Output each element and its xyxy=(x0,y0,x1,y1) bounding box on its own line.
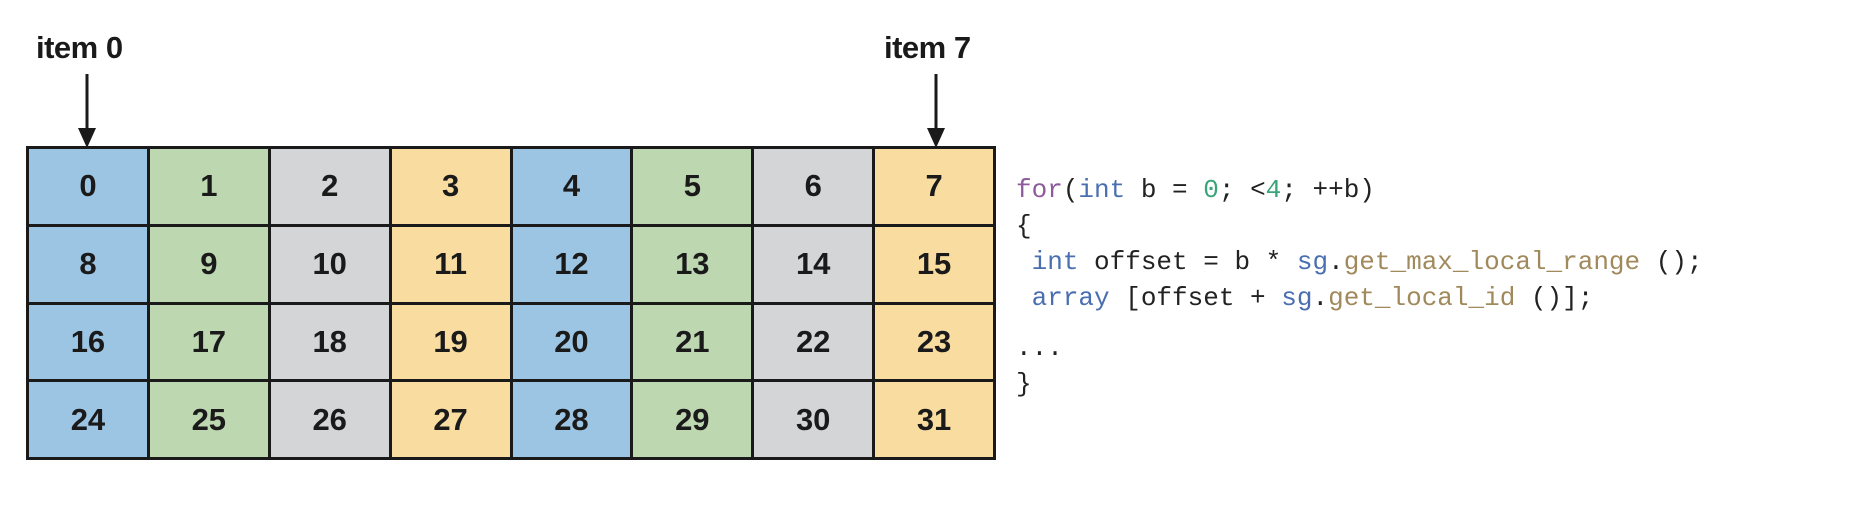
code-line: for(int b = 0; <4; ++b) xyxy=(1016,172,1703,208)
grid-cell: 7 xyxy=(875,149,993,224)
grid-cell: 6 xyxy=(754,149,873,224)
code-token: . xyxy=(1312,283,1329,313)
label-item-7: item 7 xyxy=(884,30,971,65)
grid-cell: 9 xyxy=(149,226,268,302)
code-token: 4 xyxy=(1265,175,1282,205)
code-line: array [offset + sg.get_local_id ()]; xyxy=(1016,280,1703,316)
grid-cell: 1 xyxy=(149,149,268,224)
grid-cell: 21 xyxy=(633,304,752,380)
code-token: ... xyxy=(1016,333,1063,363)
code-line: ... xyxy=(1016,330,1703,366)
code-token: int xyxy=(1031,247,1079,277)
code-token: array xyxy=(1031,283,1110,313)
grid-cell: 20 xyxy=(512,304,631,380)
code-token: } xyxy=(1016,369,1032,399)
grid-cell: 10 xyxy=(270,226,389,302)
grid-cell: 15 xyxy=(875,226,993,302)
grid-cell: 28 xyxy=(512,382,631,457)
grid-cell: 3 xyxy=(391,149,510,224)
code-token: ; ++b) xyxy=(1281,175,1375,205)
code-token: . xyxy=(1328,247,1344,277)
grid-cell: 13 xyxy=(633,226,752,302)
grid-cell: 4 xyxy=(512,149,631,224)
arrow-down-icon xyxy=(78,74,96,148)
grid-cell: 18 xyxy=(270,304,389,380)
grid-cell: 8 xyxy=(29,226,147,302)
code-token: get_local_id xyxy=(1328,283,1516,313)
code-line: } xyxy=(1016,366,1703,402)
grid-cell: 23 xyxy=(875,304,993,380)
code-token: get_max_local_range xyxy=(1343,247,1641,277)
grid-cell: 26 xyxy=(270,382,389,457)
grid-cell: 11 xyxy=(391,226,510,302)
grid-cell: 16 xyxy=(29,304,147,380)
grid-cell: 31 xyxy=(875,382,993,457)
code-token: for xyxy=(1016,175,1063,205)
code-snippet: for(int b = 0; <4; ++b){ int offset = b … xyxy=(1016,172,1703,402)
grid-cell: 19 xyxy=(391,304,510,380)
code-token: 0 xyxy=(1203,175,1219,205)
code-token: (); xyxy=(1640,247,1703,277)
grid-cell: 29 xyxy=(633,382,752,457)
code-token: ( xyxy=(1062,175,1079,205)
grid-cell: 17 xyxy=(149,304,268,380)
code-token: ()]; xyxy=(1515,283,1594,313)
code-token: ; < xyxy=(1218,175,1266,205)
grid-cell: 14 xyxy=(754,226,873,302)
grid-cell: 2 xyxy=(270,149,389,224)
grid-cell: 12 xyxy=(512,226,631,302)
arrow-down-icon xyxy=(927,74,945,148)
code-token xyxy=(1016,283,1032,313)
code-token: [offset + xyxy=(1109,283,1282,313)
grid-cell: 27 xyxy=(391,382,510,457)
code-token: b = xyxy=(1125,175,1204,205)
grid-cell: 0 xyxy=(29,149,147,224)
code-token: sg xyxy=(1281,283,1313,313)
grid-cell: 30 xyxy=(754,382,873,457)
code-token xyxy=(1016,247,1032,277)
grid-cell: 25 xyxy=(149,382,268,457)
code-token: sg xyxy=(1296,247,1329,277)
code-line: int offset = b * sg.get_max_local_range … xyxy=(1016,244,1703,280)
code-token: { xyxy=(1016,211,1032,241)
code-token: int xyxy=(1078,175,1126,205)
label-item-0: item 0 xyxy=(36,30,123,65)
code-line: { xyxy=(1016,208,1703,244)
code-token: offset = b * xyxy=(1078,247,1297,277)
grid-cell: 24 xyxy=(29,382,147,457)
grid-cell: 22 xyxy=(754,304,873,380)
grid-cell: 5 xyxy=(633,149,752,224)
